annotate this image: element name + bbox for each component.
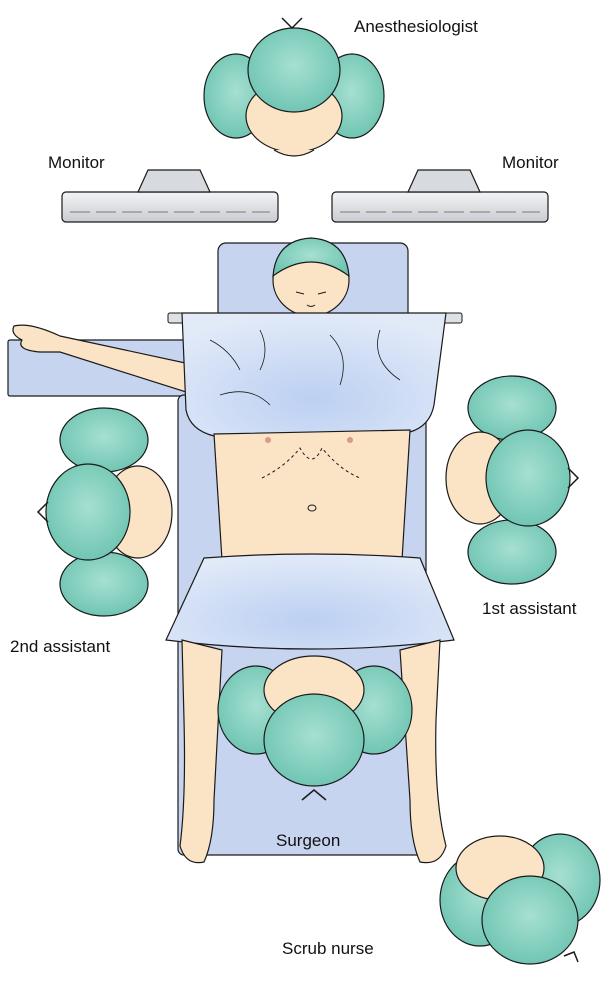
scrub-nurse-label: Scrub nurse <box>282 940 374 957</box>
lower-drape <box>166 554 454 649</box>
anesthesiologist-label: Anesthesiologist <box>354 18 478 35</box>
first-assistant-label: 1st assistant <box>482 600 577 617</box>
monitor-left <box>62 170 278 222</box>
first-assistant-figure <box>446 376 578 584</box>
anesthesiologist-figure <box>204 18 384 156</box>
second-assistant-figure <box>38 408 172 616</box>
surgeon-label: Surgeon <box>276 832 340 849</box>
monitor-left-label: Monitor <box>48 154 105 171</box>
patient-torso <box>214 430 410 566</box>
second-assistant-label: 2nd assistant <box>10 638 110 655</box>
upper-drape <box>182 313 446 436</box>
monitor-right-label: Monitor <box>502 154 559 171</box>
monitor-right <box>332 170 548 222</box>
scrub-nurse-figure <box>440 834 600 964</box>
patient-head <box>273 238 349 316</box>
